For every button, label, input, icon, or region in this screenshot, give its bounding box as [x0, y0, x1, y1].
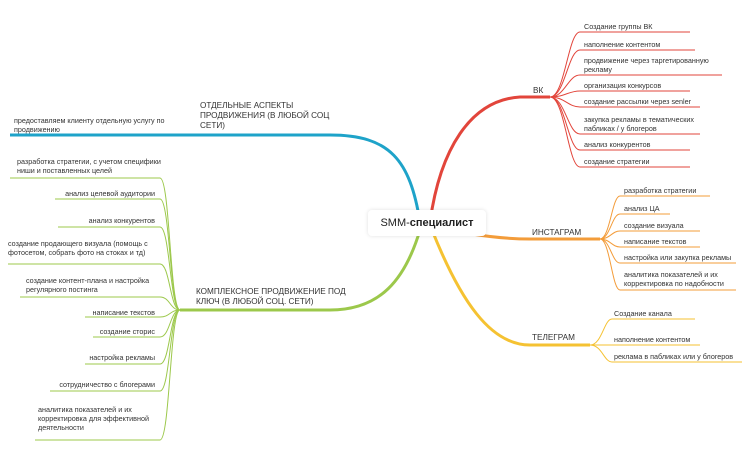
instagram-item-2[interactable]: анализ ЦА	[624, 204, 660, 213]
branch-vk-trunk	[428, 95, 550, 223]
complex-item-9[interactable]: сотрудничество с блогерами	[59, 380, 155, 389]
complex-item-3[interactable]: анализ конкурентов	[88, 216, 155, 225]
instagram-item-6[interactable]: аналитика показателей и их корректировка…	[624, 270, 724, 288]
instagram-item-1[interactable]: разработка стратегии	[624, 186, 697, 195]
central-topic-prefix: SMM-	[380, 217, 410, 229]
vk-item-7[interactable]: анализ конкурентов	[584, 140, 651, 149]
branch-vk-leaves	[549, 31, 722, 168]
telegram-item-1[interactable]: Создание канала	[614, 309, 672, 318]
separate-item-1[interactable]: предоставляем клиенту отдельную услугу п…	[14, 116, 165, 134]
branch-complex-leaves	[8, 177, 181, 441]
complex-item-5[interactable]: создание контент-плана и настройка регул…	[26, 276, 150, 294]
branch-telegram-trunk	[430, 229, 590, 347]
branch-complex-label[interactable]: КОМПЛЕКСНОЕ ПРОДВИЖЕНИЕ ПОД КЛЮЧ (В ЛЮБО…	[196, 287, 346, 306]
vk-item-1[interactable]: Создание группы ВК	[584, 22, 653, 31]
complex-item-8[interactable]: настройка рекламы	[89, 353, 155, 362]
branch-separate-trunk	[10, 133, 422, 223]
vk-item-3[interactable]: продвижение через таргетированную реклам…	[584, 56, 709, 74]
branch-telegram-leaves	[589, 318, 742, 363]
vk-item-4[interactable]: организация конкурсов	[584, 81, 662, 90]
central-topic-bold: специалист	[409, 217, 474, 229]
telegram-item-2[interactable]: наполнение контентом	[614, 335, 691, 344]
instagram-item-4[interactable]: написание текстов	[624, 237, 687, 246]
vk-item-6[interactable]: закупка рекламы в тематических пабликах …	[584, 115, 695, 133]
instagram-item-5[interactable]: настройка или закупка рекламы	[624, 253, 732, 262]
complex-item-1[interactable]: разработка стратегии, с учетом специфики…	[17, 157, 161, 175]
branch-complex-trunk	[180, 229, 422, 312]
complex-item-6[interactable]: написание текстов	[92, 308, 156, 317]
complex-item-7[interactable]: создание сторис	[99, 327, 155, 336]
vk-item-2[interactable]: наполнение контентом	[584, 40, 661, 49]
complex-item-10[interactable]: аналитика показателей и их корректировка…	[38, 405, 149, 432]
branch-telegram-label[interactable]: ТЕЛЕГРАМ	[532, 333, 575, 342]
branch-instagram-leaves	[599, 195, 736, 291]
telegram-item-3[interactable]: реклама в пабликах или у блогеров	[614, 352, 734, 361]
central-topic[interactable]: SMM-специалист	[368, 210, 486, 236]
branch-instagram-label[interactable]: ИНСТАГРАМ	[532, 228, 582, 237]
branch-separate-label[interactable]: ОТДЕЛЬНЫЕ АСПЕКТЫ ПРОДВИЖЕНИЯ (В ЛЮБОЙ С…	[200, 101, 330, 130]
branch-vk-label[interactable]: ВК	[533, 86, 544, 95]
instagram-item-3[interactable]: создание визуала	[624, 221, 684, 230]
vk-item-8[interactable]: создание стратегии	[584, 157, 650, 166]
complex-item-4[interactable]: создание продающего визуала (помощь с фо…	[8, 239, 148, 257]
vk-item-5[interactable]: создание рассылки через senler	[584, 97, 692, 106]
complex-item-2[interactable]: анализ целевой аудитории	[65, 189, 155, 198]
